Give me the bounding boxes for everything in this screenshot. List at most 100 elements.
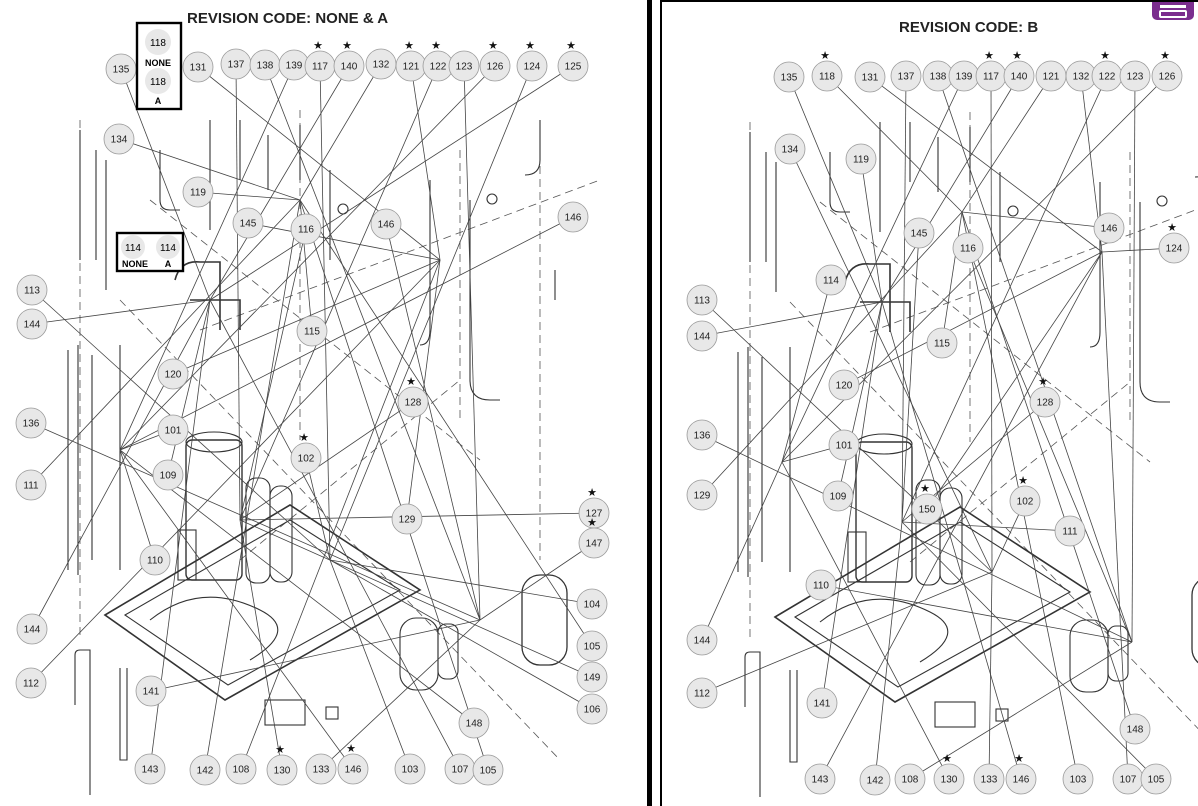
star-marker: ★	[984, 50, 994, 62]
callout-number: 123	[456, 62, 473, 73]
callout-130: 130★	[266, 744, 298, 786]
leader-line	[30, 422, 481, 621]
base-tray-inner	[123, 519, 402, 686]
callout-144: 144	[16, 613, 48, 645]
leader-line	[781, 461, 950, 780]
callout-116: 116	[952, 232, 984, 264]
variant-box	[135, 21, 183, 111]
leader-line	[204, 199, 301, 771]
leader-line	[30, 199, 301, 486]
grommet	[995, 708, 1009, 722]
callout-number: 121	[403, 62, 420, 73]
callout-bubble	[103, 123, 135, 155]
callout-122: 122★	[422, 40, 454, 82]
accumulator	[939, 487, 963, 585]
callout-number: 126	[1159, 72, 1176, 83]
leader-line	[31, 299, 211, 325]
callout-bubble	[1119, 60, 1151, 92]
leader-line	[821, 301, 883, 704]
callout-bubble	[16, 308, 48, 340]
leader-line	[941, 211, 963, 344]
coil	[1007, 205, 1019, 217]
callout-number: 130	[941, 775, 958, 786]
callout-number: 128	[1037, 398, 1054, 409]
callout-120: 120	[828, 369, 860, 401]
callout-number: 117	[983, 72, 999, 83]
callout-number: 136	[23, 419, 40, 430]
tube-bundle	[749, 132, 777, 292]
callout-113: 113	[16, 274, 48, 306]
callout-bubble	[828, 369, 860, 401]
callout-148: 148	[1119, 713, 1151, 745]
star-marker: ★	[1012, 50, 1022, 62]
callout-107: 107	[444, 753, 476, 785]
callout-144: 144	[16, 308, 48, 340]
callout-number: 130	[274, 766, 291, 777]
callout-number: 103	[402, 765, 419, 776]
callout-144: 144	[686, 320, 718, 352]
callout-number: 146	[378, 220, 395, 231]
callout-bubble	[774, 133, 806, 165]
callout-138: 138	[249, 49, 281, 81]
callout-bubble	[394, 753, 426, 785]
star-marker: ★	[1100, 50, 1110, 62]
callout-number: 110	[147, 556, 163, 567]
callout-number: 112	[23, 679, 39, 690]
control-board	[177, 529, 197, 581]
callout-number: 128	[405, 398, 422, 409]
assembly-line	[199, 179, 601, 331]
callout-number: 139	[286, 61, 303, 72]
leader-line	[961, 211, 1136, 730]
assembly-line	[119, 299, 561, 761]
callout-bubble	[232, 207, 264, 239]
coil	[337, 203, 349, 215]
leader-line	[819, 251, 1103, 780]
callout-number: 141	[814, 699, 831, 710]
callout-143: 143	[804, 763, 836, 795]
callout-number: 108	[233, 765, 250, 776]
receiver-body	[1107, 625, 1129, 682]
bracket-rod	[74, 649, 128, 795]
leader-line	[31, 299, 211, 630]
callout-number: 125	[565, 62, 582, 73]
callout-105: 105	[576, 630, 608, 662]
leader-line	[329, 559, 593, 605]
callout-146: 146	[370, 208, 402, 240]
callout-bubble	[686, 284, 718, 316]
callout-141: 141	[806, 687, 838, 719]
callout-bubble	[1151, 60, 1183, 92]
callout-136: 136	[686, 419, 718, 451]
callout-number: 110	[813, 581, 829, 592]
bracket-rod	[744, 651, 798, 797]
leader-line	[329, 559, 593, 710]
coil	[486, 193, 498, 205]
callout-bubble	[157, 358, 189, 390]
leader-line	[781, 75, 965, 463]
leader-line	[1101, 251, 1129, 780]
callout-bubble	[578, 527, 610, 559]
callout-bubble	[854, 61, 886, 93]
tube-bundle	[79, 130, 107, 290]
callout-number: 106	[584, 705, 601, 716]
callout-bubble	[576, 630, 608, 662]
callout-146: 146	[557, 201, 589, 233]
tube-network	[999, 172, 1198, 403]
printer-icon[interactable]	[1148, 2, 1196, 22]
callout-138: 138	[922, 60, 954, 92]
callout-number: 113	[24, 286, 40, 297]
callout-bubble	[1119, 713, 1151, 745]
callout-number: 111	[23, 481, 39, 492]
callout-number: 101	[165, 426, 182, 437]
callout-144: 144	[686, 624, 718, 656]
callout-129: 129	[391, 503, 423, 535]
assembly-line	[819, 201, 1151, 463]
callout-number: 144	[24, 320, 41, 331]
leader-line	[909, 641, 1133, 780]
callout-bubble	[182, 51, 214, 83]
callout-number: 131	[862, 73, 879, 84]
callout-bubble	[805, 569, 837, 601]
callout-number: 121	[1043, 72, 1060, 83]
callout-number: 117	[312, 62, 328, 73]
callout-number: 138	[930, 72, 947, 83]
